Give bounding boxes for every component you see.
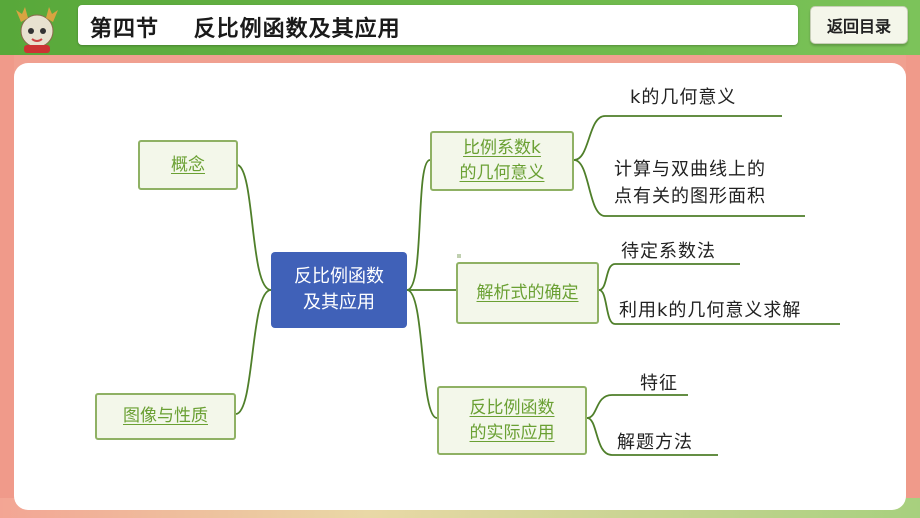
edge-apply-leaf1 <box>586 394 688 419</box>
leaf-undetermined-coef: 待定系数法 <box>621 241 716 262</box>
edge-center-graph <box>235 289 272 415</box>
mascot-logo-icon <box>16 7 58 53</box>
node-application[interactable]: 反比例函数 的实际应用 <box>437 386 587 455</box>
leaf-k-meaning: k的几何意义 <box>630 87 737 108</box>
page-title: 第四节 反比例函数及其应用 <box>90 17 401 42</box>
node-formula-label: 解析式的确定 <box>476 282 579 303</box>
edge-center-coef <box>406 159 431 291</box>
center-node[interactable]: 反比例函数 及其应用 <box>271 252 407 328</box>
leaf-k-solve: 利用k的几何意义求解 <box>619 300 802 321</box>
edge-center-apply <box>406 289 438 419</box>
node-graph-properties[interactable]: 图像与性质 <box>95 393 236 440</box>
node-graph-properties-label: 图像与性质 <box>123 406 208 426</box>
node-coefficient-k[interactable]: 比例系数k 的几何意义 <box>430 131 574 191</box>
node-formula[interactable]: 解析式的确定 <box>456 262 599 324</box>
back-to-contents-button[interactable]: 返回目录 <box>810 6 908 44</box>
left-stripe <box>0 55 14 518</box>
node-application-label: 反比例函数 的实际应用 <box>469 397 555 443</box>
edge-apply-leaf2 <box>586 417 718 456</box>
edge-formula-leaf2 <box>598 289 840 325</box>
edge-coef-leaf2 <box>573 159 805 217</box>
edge-coef-leaf1 <box>573 115 782 161</box>
node-concept-label: 概念 <box>171 154 205 175</box>
stray-dot <box>457 254 461 258</box>
node-coefficient-k-label: 比例系数k 的几何意义 <box>459 138 545 183</box>
leaf-features: 特征 <box>640 373 678 394</box>
leaf-solving-method: 解题方法 <box>617 432 693 453</box>
leaf-area-calc: 计算与双曲线上的 点有关的图形面积 <box>614 159 766 207</box>
node-concept[interactable]: 概念 <box>138 140 238 190</box>
edge-formula-leaf1 <box>598 263 740 291</box>
edge-center-concept <box>237 164 272 291</box>
right-stripe <box>906 55 920 518</box>
title-bar: 第四节 反比例函数及其应用 <box>78 5 798 45</box>
